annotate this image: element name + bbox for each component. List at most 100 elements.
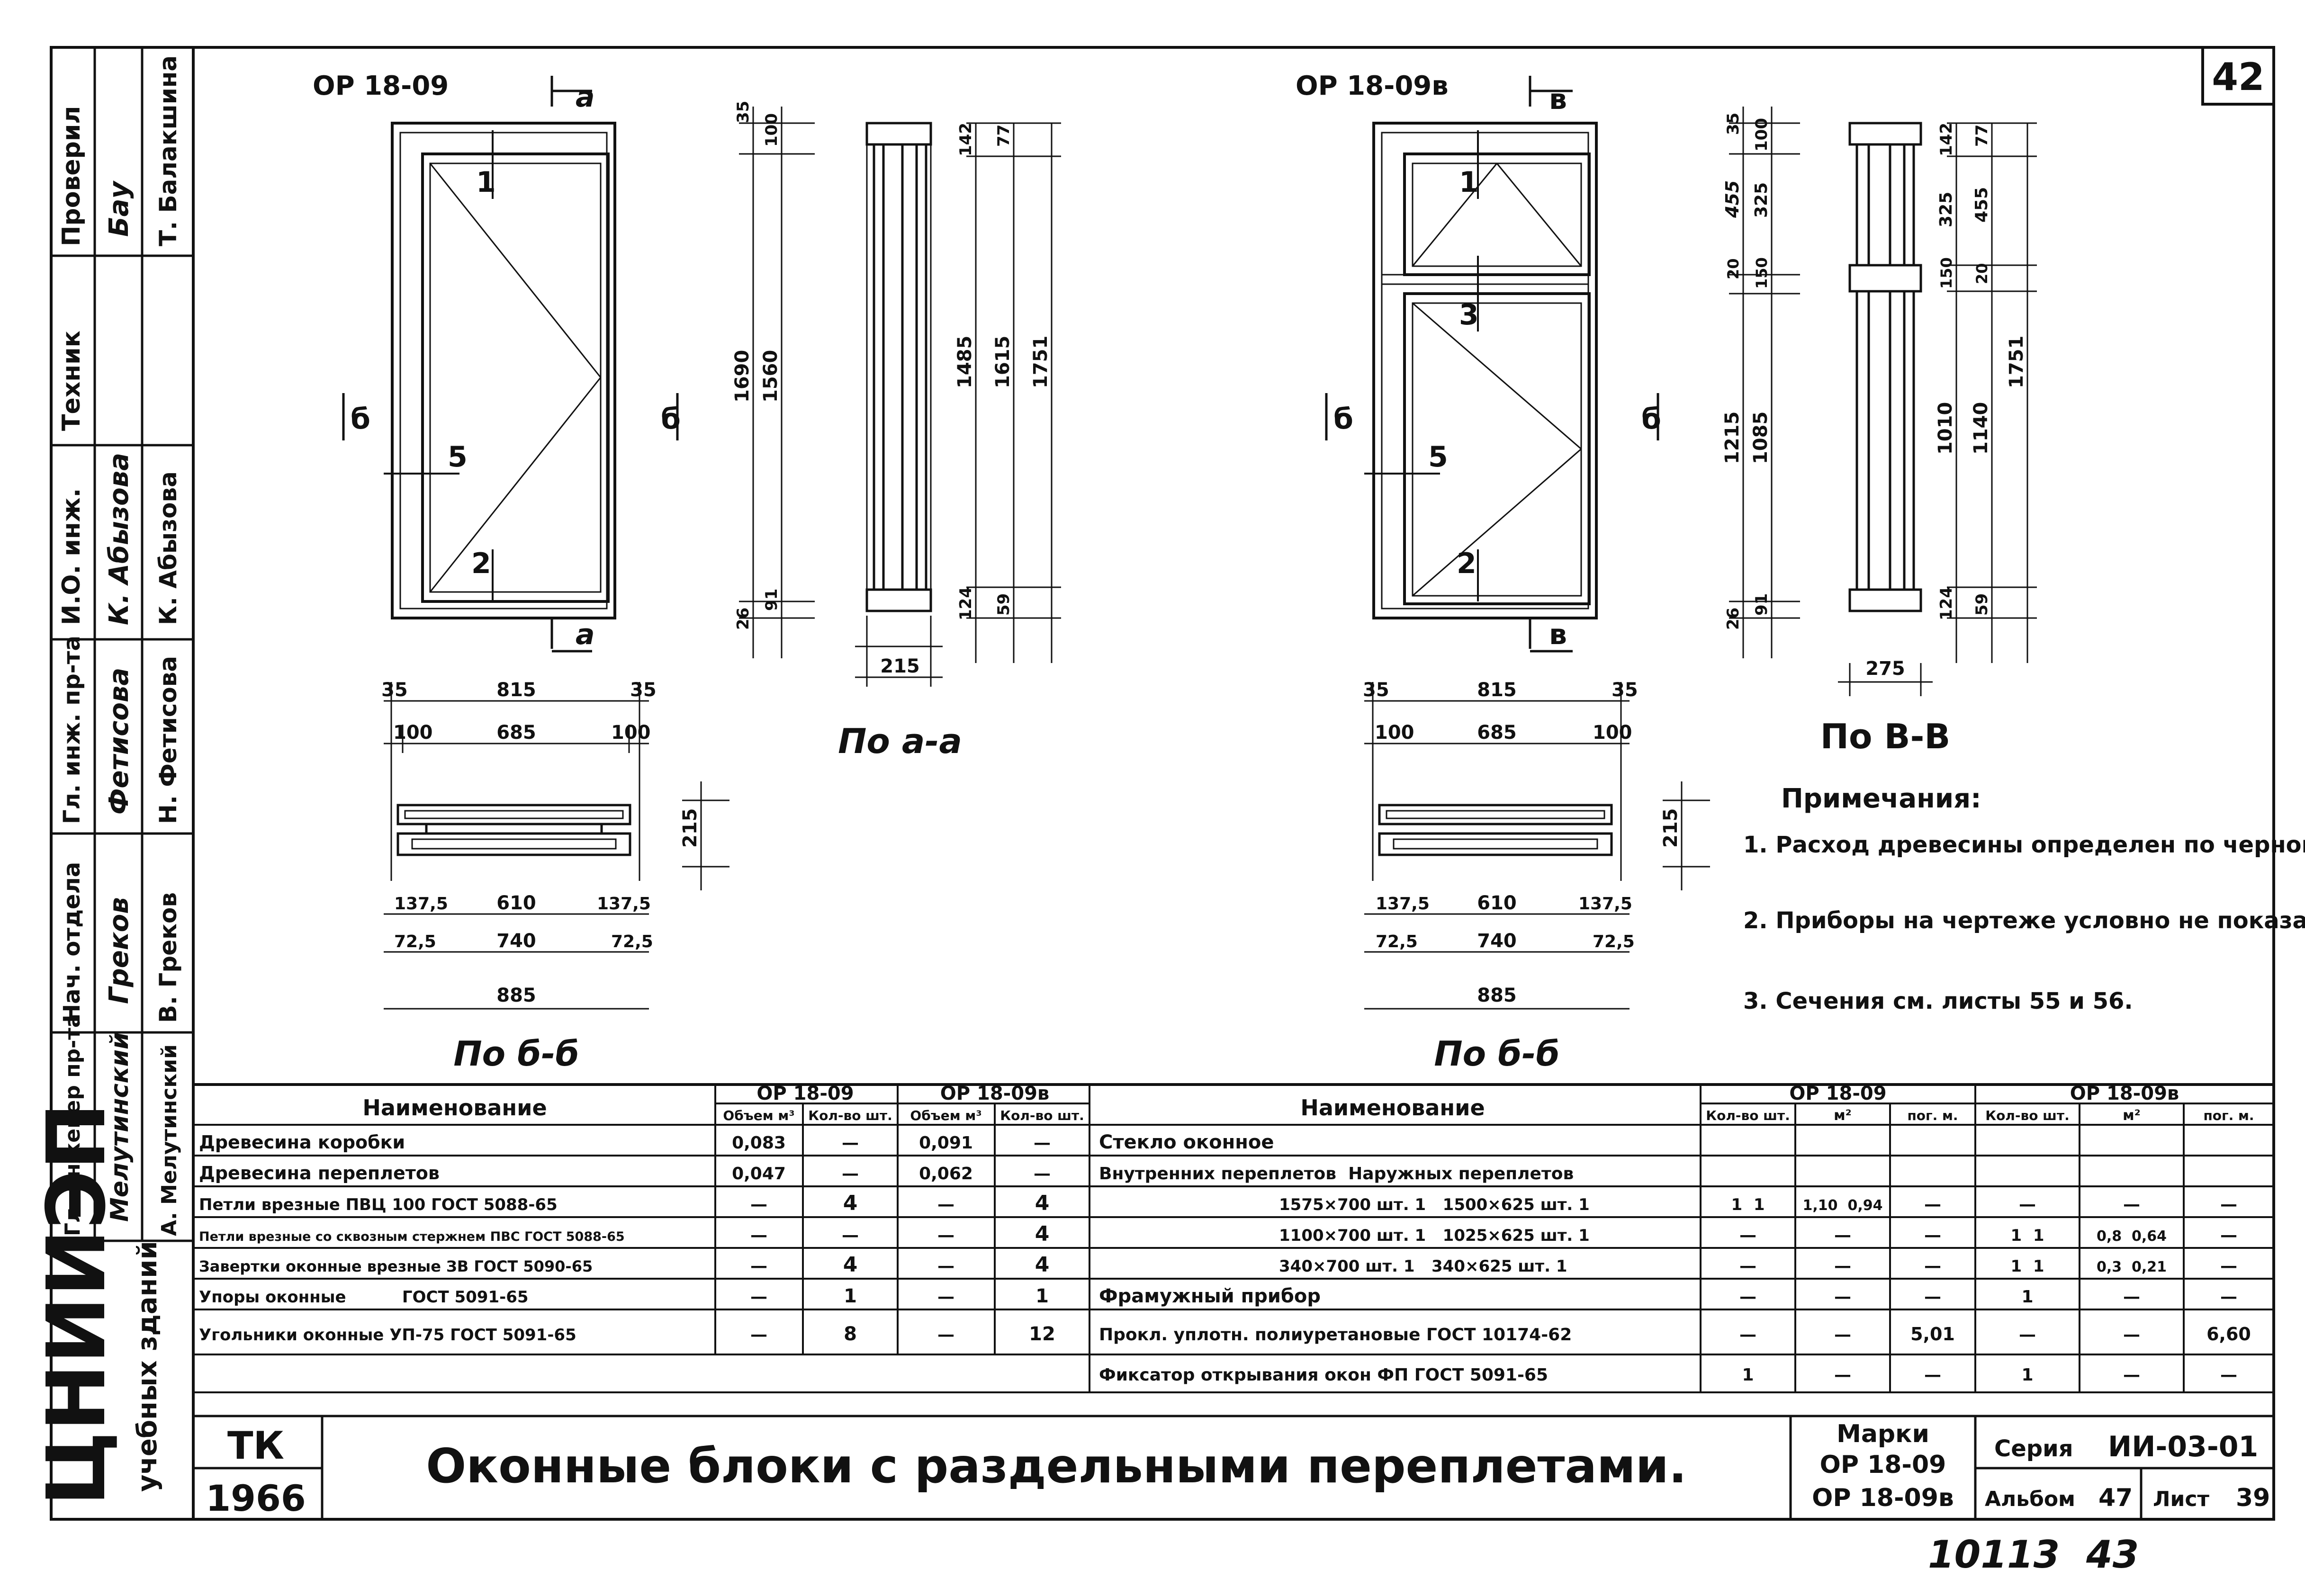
cell: — [1924,1195,1941,1214]
dim: 137,5 [597,894,651,914]
cell: 1 1 [2011,1257,2044,1276]
table-right-subheader: Кол-во шт. [1985,1108,2070,1123]
section-a-bottom-label: а [576,618,595,651]
cell: — [1924,1287,1941,1307]
cell-name: 1100×700 шт. 1 1025×625 шт. 1 [1279,1226,1590,1245]
callout-1: 1 [1459,166,1479,199]
stamp-name: А. Мелутинский [157,1044,181,1236]
table-row: Петли врезные ПВЦ 100 ГОСТ 5088-65 — 4 —… [199,1191,1049,1215]
dim: 1751 [2006,336,2027,388]
cell: 1 1 [1731,1195,1765,1214]
dim: 1215 [1721,412,1743,464]
dim: 1010 [1935,402,1956,455]
stamp-signature: Греков [104,897,135,1004]
right-plan-b-b: 35 815 35 100 685 100 215 137,5 610 137,… [1363,679,1710,1074]
table-left: Наименование ОР 18-09 ОР 18-09в Объем м³… [193,1083,1090,1392]
section-v-bottom-label: в [1549,618,1567,651]
dim: 35 [1612,679,1638,701]
cell: — [1834,1365,1851,1385]
table-right: Наименование ОР 18-09 ОР 18-09в Кол-во ш… [193,1083,2274,1393]
stamp-row-1: Техник [57,331,86,431]
left-window-elevation: ОР 18-09 а а б б 1 2 [313,71,681,653]
cell: — [2220,1226,2237,1245]
cell: — [2123,1287,2140,1307]
table-row: Внутренних переплетов Наружных переплето… [1099,1164,1574,1184]
cell-name: Фиксатор открывания окон ФП ГОСТ 5091-65 [1099,1365,1548,1385]
sheet-number-box: 42 [2201,46,2275,106]
page-title: Оконные блоки с раздельными переплетами. [426,1438,1687,1494]
dim: 815 [496,679,536,701]
section-b-left-label: б [1333,403,1353,436]
table-left-group: ОР 18-09 [756,1083,854,1104]
table-right-group: ОР 18-09в [2070,1083,2179,1104]
sheet-frame [50,46,2275,1521]
stamp-row-0: Проверил Бау Т. Балакшина [57,55,182,246]
sheet-number: 42 [2212,55,2264,99]
table-row: 1575×700 шт. 1 1500×625 шт. 1 1 1 1,10 0… [1279,1195,2237,1214]
series-value: ИИ-03-01 [2108,1430,2258,1463]
table-right-header-name: Наименование [1300,1095,1485,1121]
dim: 325 [1936,192,1956,227]
callout-2: 2 [1457,547,1477,580]
cell: — [1739,1287,1756,1307]
table-left-subheader: Кол-во шт. [808,1108,892,1123]
section-b-left-label: б [351,403,370,436]
cell: — [1834,1226,1851,1245]
cell: — [2123,1325,2140,1345]
cell: — [750,1195,767,1214]
dim: 35 [381,679,408,701]
stamp-signature: К. Абызова [104,453,135,625]
left-window-mark: ОР 18-09 [313,71,449,101]
note-1: 1. Расход древесины определен по черновы… [1743,832,2305,858]
cell-name: Прокл. уплотн. полиуретановые ГОСТ 10174… [1099,1325,1572,1345]
section-mark-b-right [1325,393,1659,440]
cell: 0,083 [732,1133,786,1153]
stamp-role: Нач. отдела [59,862,85,1023]
mark-1: ОР 18-09 [1820,1451,1946,1479]
table-row: Упоры оконные ГОСТ 5091-65 — 1 — 1 [199,1285,1049,1307]
callout-1: 1 [476,166,496,199]
section-v-top-label: в [1549,83,1567,116]
stamp-signature: Мелутинский [106,1032,134,1222]
cell: — [2220,1256,2237,1276]
table-row: Угольники оконные УП-75 ГОСТ 5091-65 — 8… [199,1323,1055,1345]
right-window-mark: ОР 18-09в [1296,71,1449,101]
cell-name: Стекло оконное [1099,1131,1274,1153]
callout-2: 2 [471,547,491,580]
section-a-top-label: а [576,81,595,114]
section-b-right-label: б [1641,403,1661,436]
cell: — [750,1287,767,1307]
stamp-role: Гл. инж. пр-та [59,636,85,824]
section-width: 215 [880,655,920,677]
cell: — [2123,1365,2140,1385]
dim: 740 [1477,930,1517,952]
cell: 1 [844,1285,857,1307]
right-section-v-v: 142 77 325 455 150 20 1010 1140 1751 124… [1820,122,2037,756]
cell: — [750,1226,767,1245]
cell: — [2019,1195,2036,1214]
table-row: 340×700 шт. 1 340×625 шт. 1 — — — 1 1 0,… [1279,1256,2237,1276]
dim: 142 [1937,123,1956,156]
cell: 1 1 [2011,1226,2044,1245]
dim: 77 [994,125,1013,147]
cell: 1,10 0,94 [1803,1197,1883,1214]
cell-name: Угольники оконные УП-75 ГОСТ 5091-65 [199,1326,576,1345]
dim: 20 [1973,263,1991,284]
cell: — [1924,1365,1941,1385]
cell: 0,091 [919,1133,973,1153]
dim: 815 [1477,679,1517,701]
stamp-signature: Фетисова [104,668,135,815]
stamp-row-4: Нач. отдела Греков В. Греков [59,862,182,1023]
dim: 35 [1724,113,1743,135]
section-mark-b [342,393,679,440]
dim: 100 [762,113,781,147]
stamp-name: Н. Фетисова [154,656,182,824]
dim: 1485 [954,336,976,388]
table-row: Фиксатор открывания окон ФП ГОСТ 5091-65… [1099,1365,2237,1385]
cell-name: Древесина переплетов [199,1163,440,1184]
cell: — [1834,1256,1851,1276]
left-plan-b-b: 35 815 35 100 685 100 215 137,5 610 137,… [381,679,729,1074]
left-section-a-a: 142 77 1485 1615 1751 124 59 215 По а-а [838,122,1061,761]
callout-5: 5 [448,440,468,474]
